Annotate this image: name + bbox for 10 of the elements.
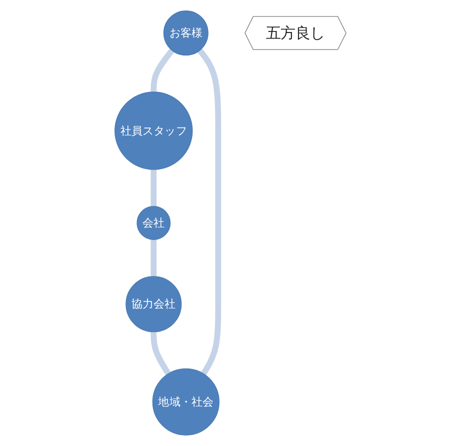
connector [196,48,221,376]
node-circle: 協力会社 [125,276,182,332]
node-circle: 地域・社会 [152,368,219,436]
node-circle: お客様 [162,10,208,56]
connector [150,332,170,376]
connector [150,170,156,206]
node-circle: 社員スタッフ [114,92,192,170]
node-circle: 会社 [136,206,170,240]
connector [150,48,174,92]
connector [150,240,156,276]
